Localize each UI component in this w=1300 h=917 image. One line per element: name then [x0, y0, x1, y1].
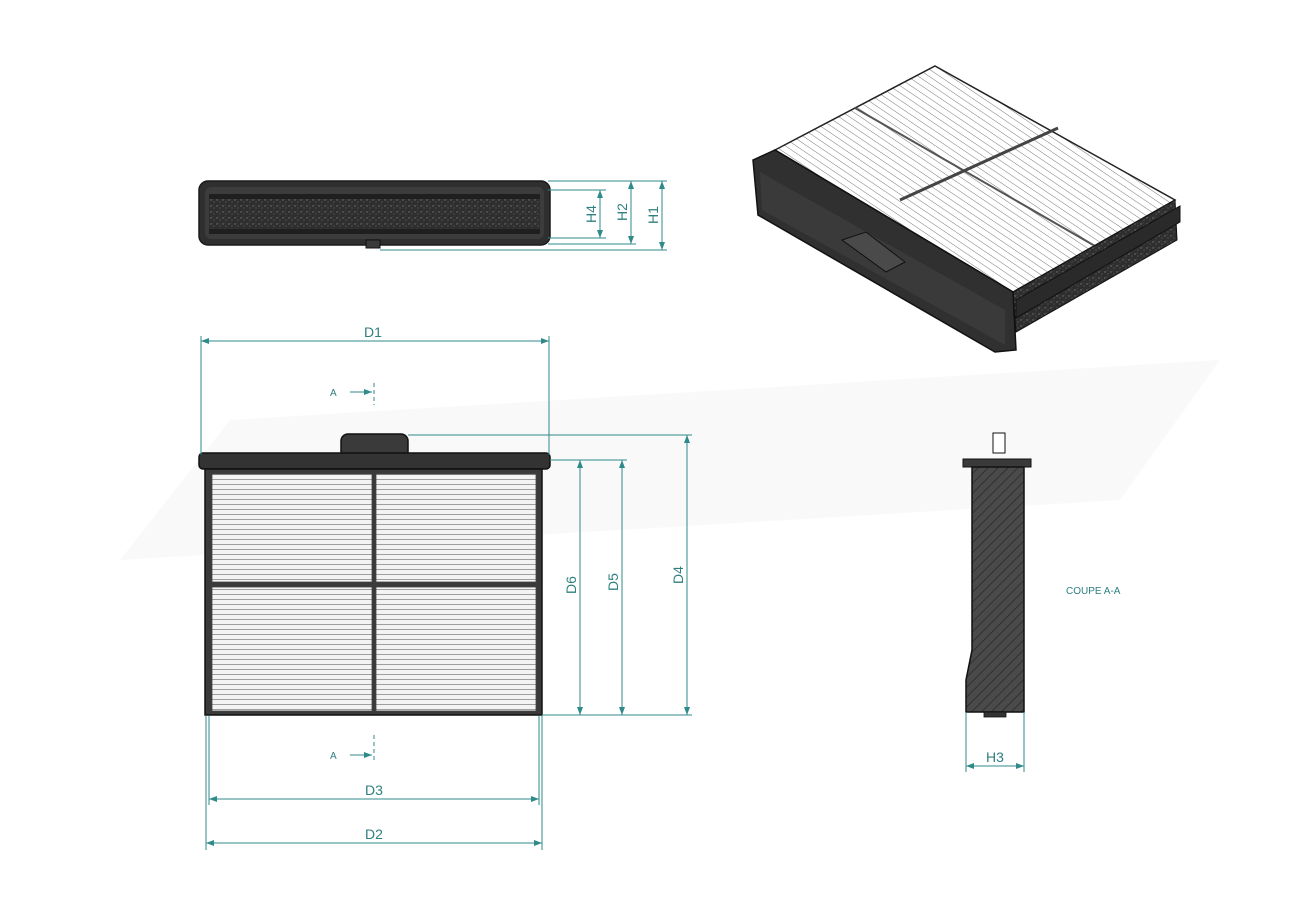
dim-label-h1: H1	[645, 206, 661, 224]
dim-label-d1: D1	[364, 324, 382, 340]
section-title: COUPE A-A	[1066, 586, 1121, 597]
dim-label-d4: D4	[670, 566, 686, 584]
front-view: A A D1 D3 D2 D6 D5 D4	[198, 324, 692, 850]
dim-label-d3: D3	[365, 782, 383, 798]
dim-label-h3: H3	[986, 749, 1004, 765]
dim-label-d5: D5	[605, 573, 621, 591]
dim-label-d6: D6	[563, 576, 579, 594]
dim-label-d2: D2	[365, 826, 383, 842]
dim-label-h2: H2	[614, 203, 630, 221]
section-marker-bottom: A	[330, 751, 337, 762]
section-view: COUPE A-A H3	[962, 432, 1121, 772]
section-marker-top: A	[330, 388, 337, 399]
side-view: H4 H2 H1	[198, 180, 667, 251]
dim-label-h4: H4	[583, 205, 599, 223]
isometric-view	[752, 65, 1181, 353]
